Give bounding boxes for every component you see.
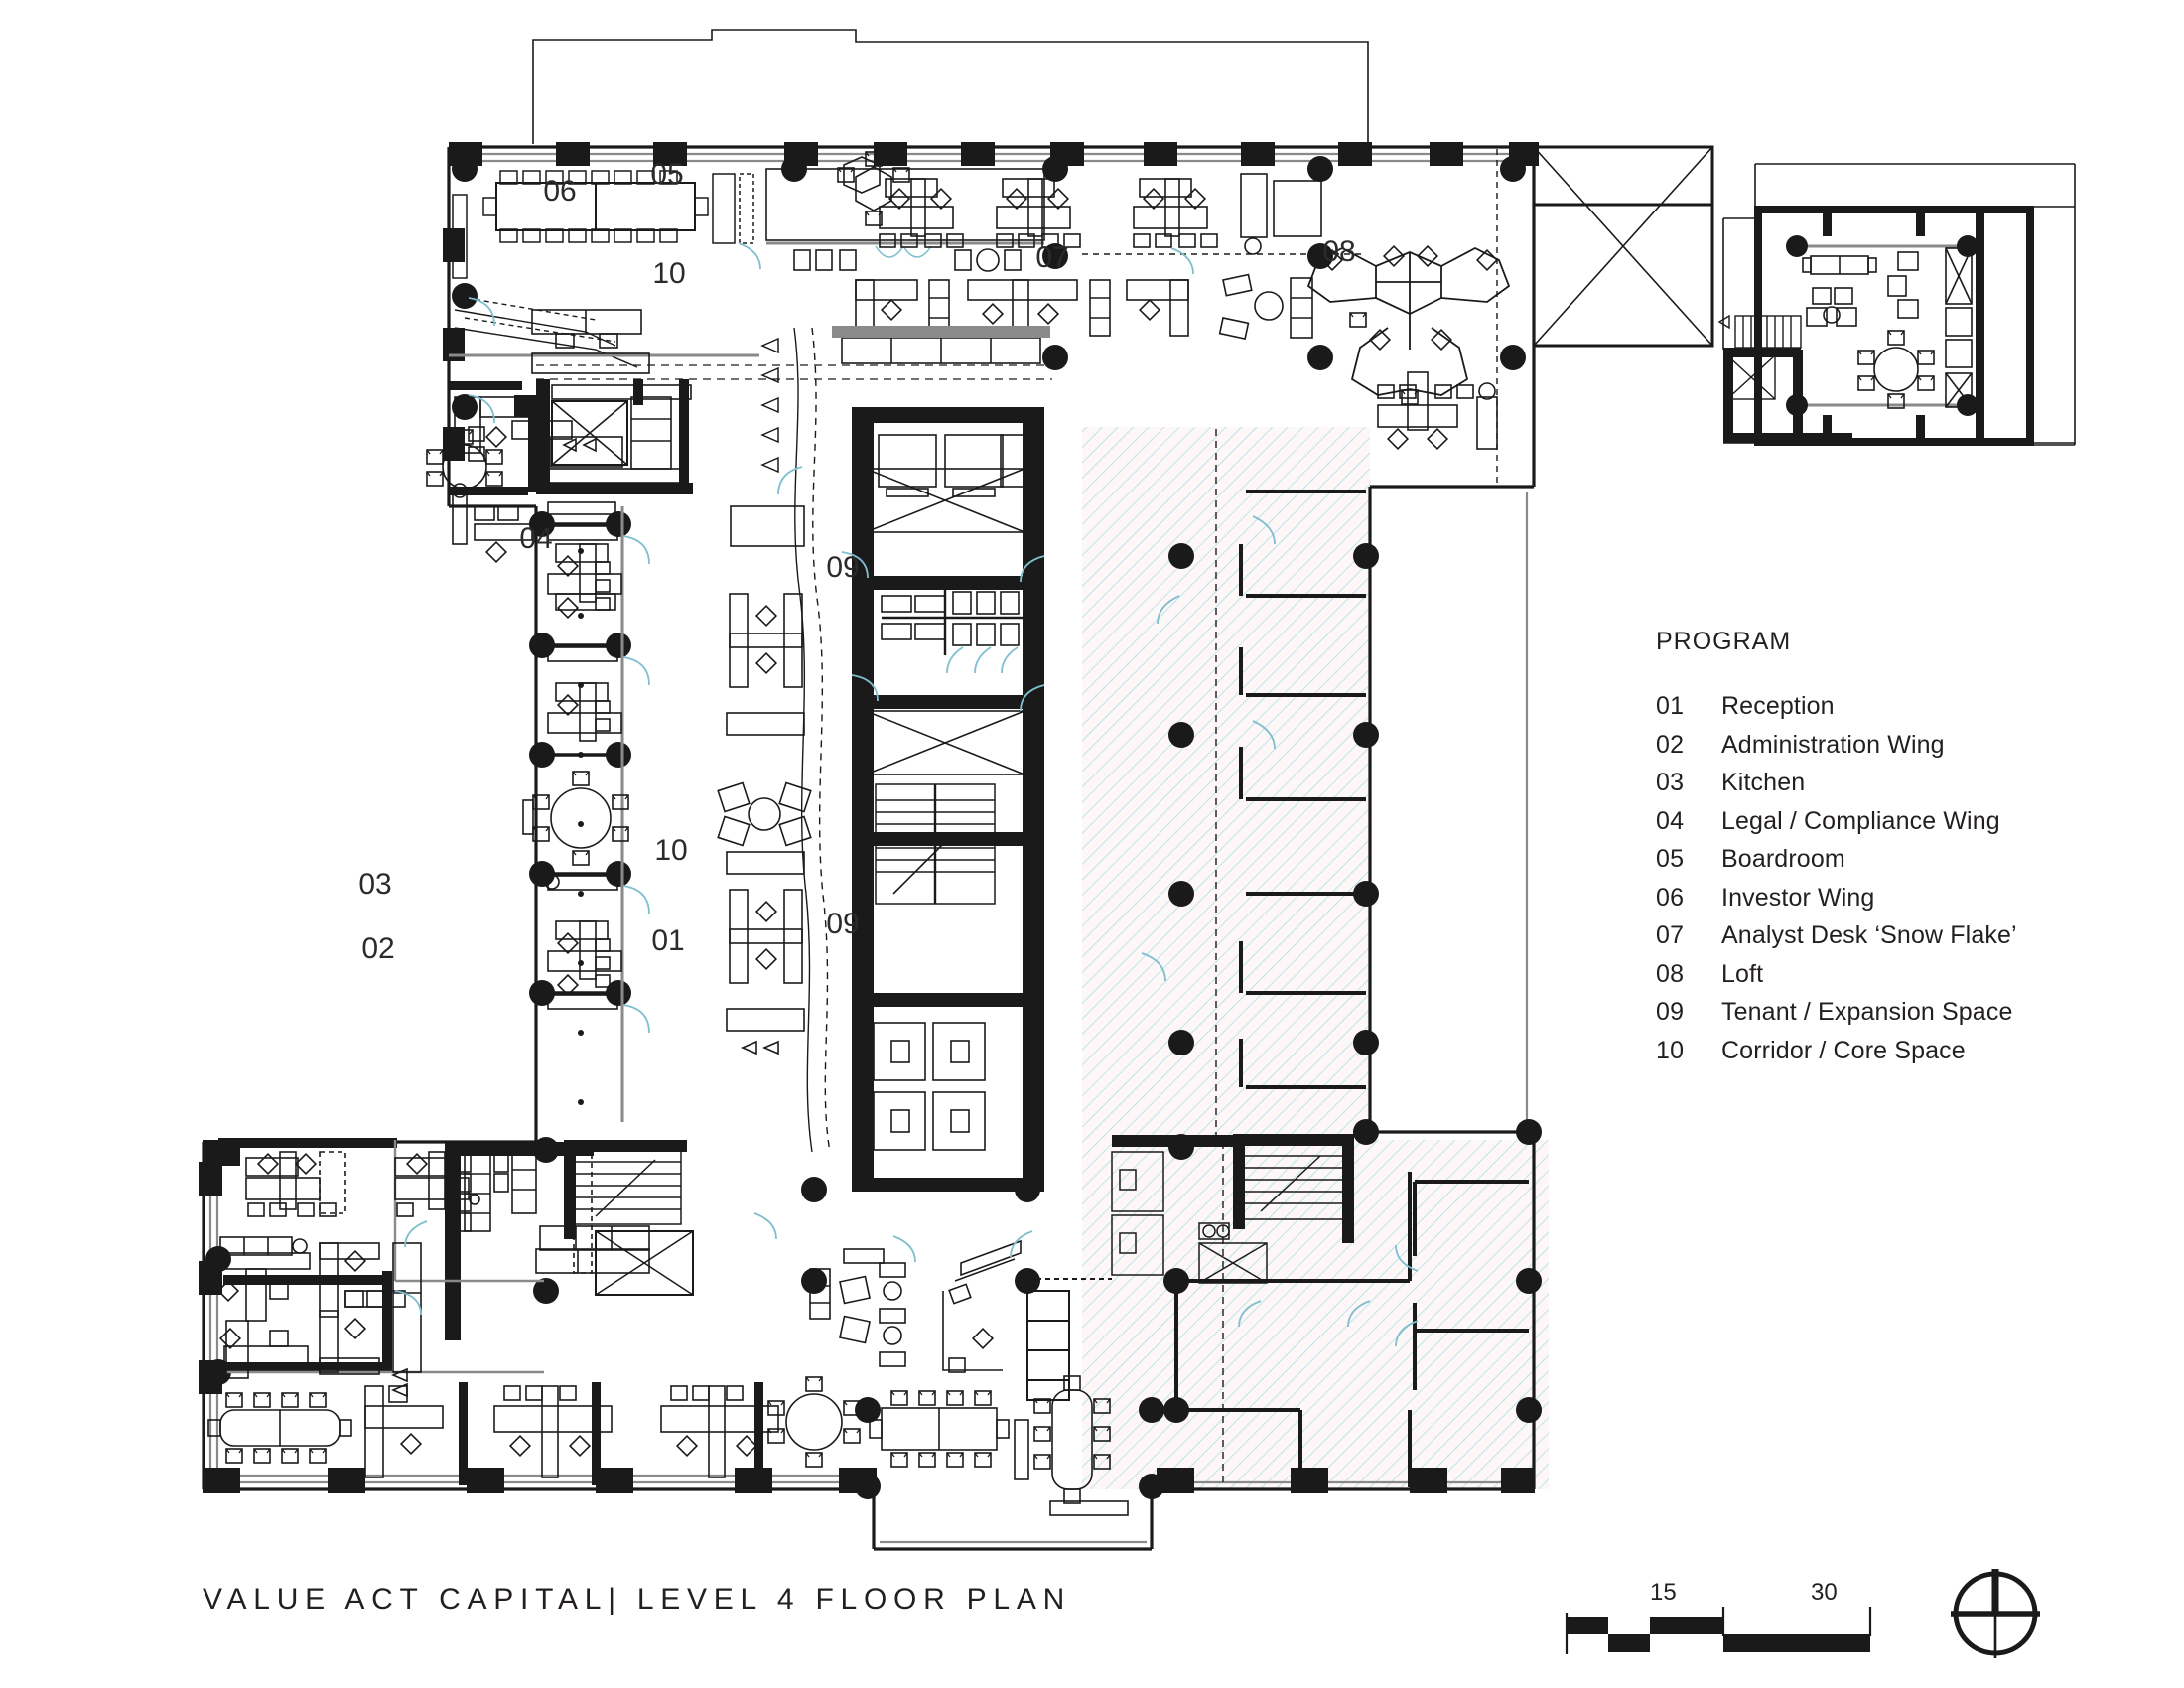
structural-columns	[199, 142, 1542, 1499]
program-item-label: Analyst Desk ‘Snow Flake’	[1721, 921, 2017, 949]
room-number-labels: 05 06 07 08 10 04 09 03 10 02 09 01	[358, 158, 1355, 965]
scale-bar: 15 30	[1559, 1579, 1886, 1670]
plan-room-label: 02	[361, 932, 394, 965]
program-item-number: 02	[1656, 730, 1685, 759]
plan-room-label: 09	[826, 551, 859, 584]
plan-room-label: 10	[652, 257, 685, 290]
program-item: 02 Administration Wing	[1656, 731, 2113, 760]
roof-setback-outline	[532, 29, 1369, 147]
program-legend: PROGRAM 01 Reception 02 Administration Wing…	[1656, 628, 2113, 1074]
program-item: 04 Legal / Compliance Wing	[1656, 807, 2113, 836]
program-item-number: 08	[1656, 959, 1685, 988]
north-arrow-icon	[1951, 1569, 2040, 1658]
program-item-label: Reception	[1721, 692, 1835, 720]
program-item-number: 07	[1656, 921, 1685, 949]
room-administration-wing	[207, 1138, 861, 1485]
program-item: 01 Reception	[1656, 692, 2113, 721]
program-item: 06 Investor Wing	[1656, 884, 2113, 913]
tenant-south-walls	[1174, 1172, 1529, 1487]
room-investor-wing	[765, 151, 1322, 341]
plan-room-label: 10	[654, 834, 687, 867]
loft-inset-plan	[1717, 163, 2076, 446]
program-item-number: 06	[1656, 883, 1685, 912]
program-item-number: 09	[1656, 998, 1685, 1026]
program-item-label: Legal / Compliance Wing	[1721, 806, 2000, 835]
tenant-zone-walls	[1239, 490, 1366, 1089]
plan-room-label: 09	[826, 908, 859, 940]
plan-room-label: 03	[358, 868, 391, 901]
direction-arrows	[760, 337, 779, 474]
program-item-label: Administration Wing	[1721, 730, 1945, 759]
program-heading: PROGRAM	[1656, 628, 1792, 655]
program-item-list: 01 Reception 02 Administration Wing 03 Kitche…	[1656, 692, 2113, 1065]
scale-bar-graphic	[1565, 1607, 1872, 1654]
program-item: 08 Loft	[1656, 960, 2113, 989]
program-item-label: Kitchen	[1721, 769, 1806, 796]
scale-tick-30: 30	[1811, 1579, 1838, 1606]
program-item-number: 04	[1656, 806, 1685, 835]
room-boardroom	[449, 170, 759, 368]
program-item-label: Loft	[1721, 959, 1764, 988]
sheet-title: VALUE ACT CAPITAL| LEVEL 4 FLOOR PLAN	[203, 1583, 1072, 1616]
scale-tick-15: 15	[1650, 1579, 1677, 1606]
plan-geometry: 05 06 07 08 10 04 09 03 10 02 09 01	[199, 29, 2076, 1551]
program-item: 09 Tenant / Expansion Space	[1656, 998, 2113, 1027]
program-item-label: Boardroom	[1721, 845, 1845, 873]
tenant-zone-dashed	[1215, 429, 1224, 1487]
room-reception	[809, 1239, 1129, 1516]
analyst-lower-desk	[1377, 371, 1498, 450]
plan-room-label: 04	[519, 522, 552, 555]
north-arrow	[1941, 1559, 2050, 1673]
program-item-label: Corridor / Core Space	[1721, 1036, 1966, 1064]
plan-room-label: 06	[543, 175, 576, 208]
plan-room-label: 08	[1322, 235, 1355, 268]
program-item: 03 Kitchen	[1656, 769, 2113, 797]
program-item-number: 10	[1656, 1036, 1685, 1064]
core-corridor	[536, 326, 1052, 1192]
tenant-expansion-hatch	[1082, 427, 1549, 1489]
door-swings	[394, 242, 1419, 1347]
program-item-label: Investor Wing	[1721, 883, 1875, 912]
plan-room-label: 07	[1035, 241, 1068, 274]
room-legal-compliance	[522, 436, 812, 1122]
program-item: 10 Corridor / Core Space	[1656, 1037, 2113, 1065]
shaft-void-east	[1532, 145, 1714, 348]
program-item: 07 Analyst Desk ‘Snow Flake’	[1656, 921, 2113, 950]
program-item-number: 05	[1656, 845, 1685, 873]
analyst-wing-partition	[1082, 149, 1498, 487]
room-kitchen	[445, 1142, 650, 1340]
program-item-number: 01	[1656, 692, 1685, 720]
program-item-label: Tenant / Expansion Space	[1721, 998, 2013, 1026]
analyst-snowflake-desk	[1306, 245, 1511, 405]
plan-room-label: 01	[651, 924, 684, 957]
southeast-core	[1198, 1141, 1349, 1284]
title-block: VALUE ACT CAPITAL| LEVEL 4 FLOOR PLAN	[203, 1583, 1071, 1617]
plan-room-label: 05	[650, 158, 683, 191]
program-item-number: 03	[1656, 769, 1685, 796]
program-item: 05 Boardroom	[1656, 845, 2113, 874]
